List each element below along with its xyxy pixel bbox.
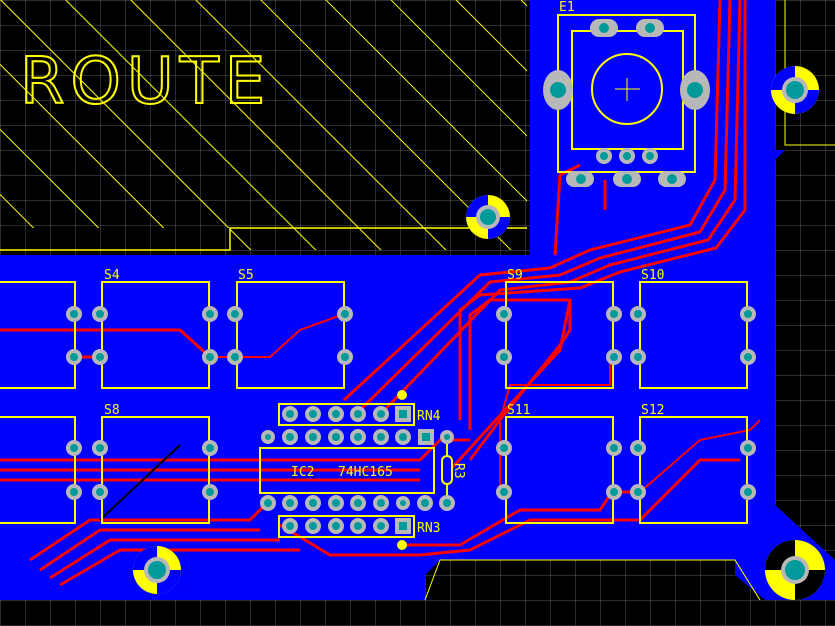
board-outline (784, 0, 835, 146)
switch-s8[interactable]: S8 (92, 403, 218, 524)
rn4-label: RN4 (417, 409, 441, 424)
switch-partial-left-top[interactable] (0, 281, 82, 389)
resistor-r3[interactable]: R3 (439, 430, 466, 511)
switch-s10[interactable]: S10 (630, 268, 756, 389)
route-keepout-region (0, 0, 527, 251)
r3-label: R3 (451, 463, 466, 479)
switch-label: S4 (104, 268, 120, 283)
board-outline-bottom (424, 559, 761, 601)
mounting-hole (765, 540, 825, 600)
switch-partial-left-bottom[interactable] (0, 416, 82, 524)
switch-label: S11 (507, 403, 530, 418)
switch-s5[interactable]: S5 (227, 268, 353, 389)
mounting-hole (133, 546, 181, 594)
switch-s9[interactable]: S9 (496, 268, 622, 389)
switch-label: S8 (104, 403, 120, 418)
switch-s4[interactable]: S4 (92, 268, 218, 389)
ic-ref-label: IC2 (291, 465, 314, 480)
mounting-hole (466, 195, 510, 239)
switch-label: S5 (238, 268, 254, 283)
switch-label: S10 (641, 268, 664, 283)
switch-s12[interactable]: S12 (630, 403, 756, 524)
ic-value-label: 74HC165 (338, 465, 393, 480)
rn3-label: RN3 (417, 521, 440, 536)
switch-label: S9 (507, 268, 523, 283)
ic2-74hc165[interactable]: IC2 74HC165 (259, 429, 435, 511)
encoder-label: E1 (559, 0, 575, 15)
route-area-label: ROUTE (20, 45, 271, 119)
encoder-e1[interactable]: E1 (543, 0, 710, 187)
resistor-network-rn3[interactable]: RN3 (278, 515, 440, 550)
switch-label: S12 (641, 403, 664, 418)
traces (0, 0, 761, 587)
resistor-network-rn4[interactable]: RN4 (278, 390, 441, 426)
mounting-hole (771, 66, 819, 114)
switch-s11[interactable]: S11 (496, 403, 622, 524)
